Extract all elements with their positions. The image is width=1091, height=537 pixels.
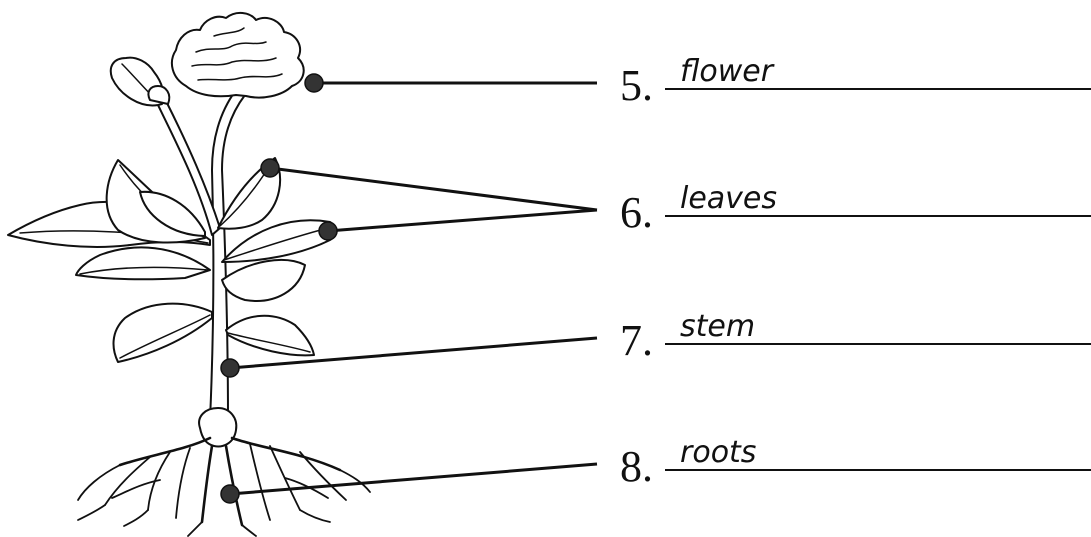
flower-head	[172, 13, 304, 98]
answer-text: roots	[680, 435, 756, 470]
bud-sepal	[148, 86, 169, 104]
pointer-dot-leaf-upper	[261, 159, 279, 177]
label-row-stem: 7. stem	[620, 309, 1091, 365]
answer-text: leaves	[680, 181, 777, 216]
leader-line-leaves-lower	[328, 210, 597, 231]
label-number: 5.	[620, 61, 653, 110]
label-row-roots: 8. roots	[620, 435, 1091, 491]
pointer-dot-flower	[305, 74, 323, 92]
pointer-dot-leaf-lower	[319, 222, 337, 240]
label-number: 6.	[620, 188, 653, 237]
answer-text: flower	[680, 54, 775, 89]
pointer-dot-roots	[221, 485, 239, 503]
leaf-right-lower	[222, 260, 305, 301]
label-number: 8.	[620, 442, 653, 491]
leaf-left-lower	[76, 247, 210, 279]
label-row-leaves: 6. leaves	[620, 181, 1091, 237]
answer-text: stem	[680, 309, 755, 344]
pointer-dot-stem	[221, 359, 239, 377]
label-row-flower: 5. flower	[620, 54, 1091, 110]
label-number: 7.	[620, 316, 653, 365]
leader-line-leaves-upper	[270, 168, 597, 210]
